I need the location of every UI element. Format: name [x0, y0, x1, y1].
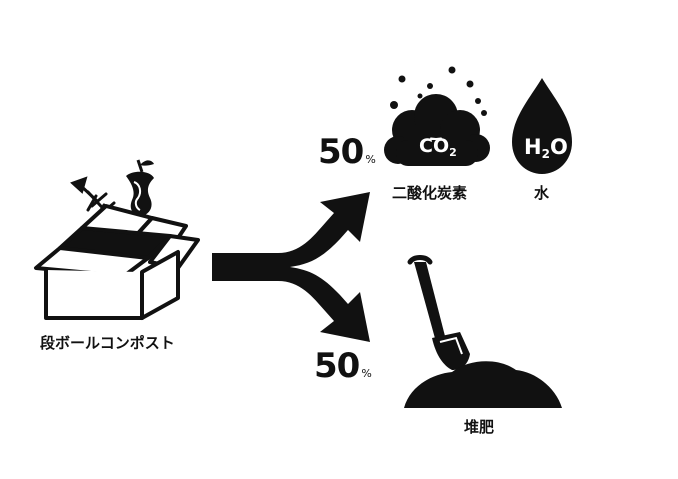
soil-mound-icon [404, 361, 562, 408]
co2-label: 二酸化炭素 [392, 184, 468, 202]
lower-percent-value: 50 [314, 346, 360, 386]
bubbles-icon [390, 66, 487, 116]
split-arrow-icon [212, 192, 370, 342]
shovel-icon [407, 255, 470, 370]
cardboard-box-icon [34, 204, 200, 320]
upper-percent-unit: % [365, 153, 376, 166]
lower-percent: 50% [314, 346, 372, 386]
upper-percent-value: 50 [318, 132, 364, 172]
h2o-formula: H2O [524, 135, 568, 161]
h2o-label: 水 [534, 184, 550, 202]
cloud-icon [384, 94, 490, 166]
box-label: 段ボールコンポスト [40, 334, 175, 352]
compost-label: 堆肥 [464, 418, 495, 436]
water-drop-icon [512, 78, 572, 174]
upper-percent: 50% [318, 132, 376, 172]
apple-core-icon [126, 159, 154, 216]
co2-formula: CO2 [419, 135, 457, 159]
lower-percent-unit: % [361, 367, 372, 380]
